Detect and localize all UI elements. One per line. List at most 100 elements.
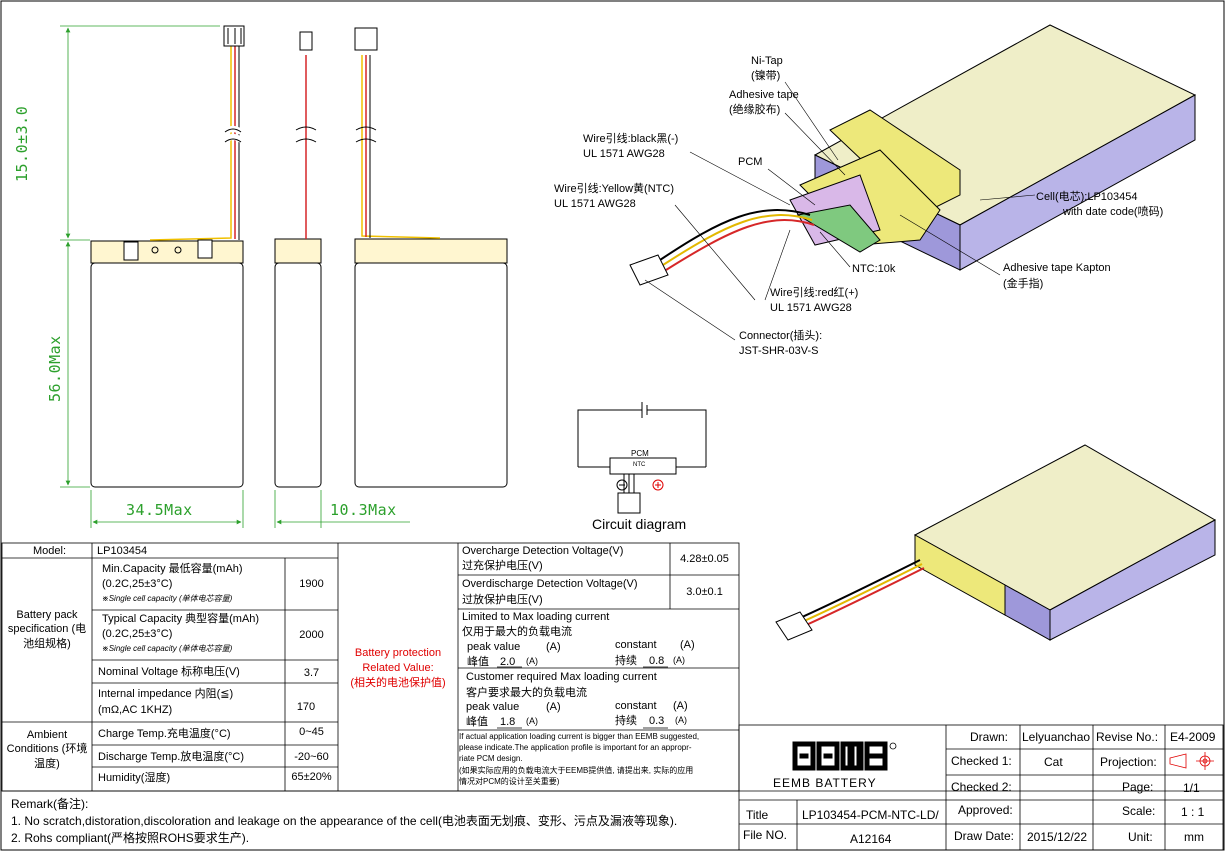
- callout-wire-yellow: Wire引线:Yellow黄(NTC): [554, 183, 674, 195]
- back-view: [354, 27, 508, 488]
- front-pcm-component: [197, 239, 213, 259]
- file-value: A12164: [850, 832, 892, 846]
- circuit-connector: [617, 492, 641, 514]
- title-label: Title: [746, 808, 769, 822]
- back-break-mark: [355, 126, 377, 143]
- dim-thickness: 10.3Max: [330, 501, 397, 519]
- projection-label: Projection:: [1100, 755, 1157, 769]
- impedance-cond: (mΩ,AC 1KHZ): [98, 704, 173, 716]
- callout-kapton: Adhesive tape Kapton: [1003, 262, 1111, 274]
- nominal-voltage-label: Nominal Voltage 标称电压(V): [98, 666, 240, 678]
- overdischarge-value: 3.0±0.1: [686, 586, 723, 598]
- group-battery-pack: Battery pack specification (电池组规格): [7, 609, 87, 650]
- limited-label-cn: 仅用于最大的负载电流: [462, 626, 572, 638]
- circuit-pcm-label: PCM: [631, 449, 649, 458]
- dim-height: 56.0Max: [46, 335, 64, 402]
- customer-label-cn: 客户要求最大的负载电流: [466, 687, 587, 699]
- customer-const-a: (A): [675, 715, 687, 725]
- approved-label: Approved:: [958, 803, 1013, 817]
- overdischarge-label: Overdischarge Detection Voltage(V): [462, 578, 638, 590]
- customer-const-label: constant: [615, 700, 657, 712]
- callout-connector: Connector(插头):: [739, 330, 823, 342]
- callout-wire-black-spec: UL 1571 AWG28: [583, 148, 665, 160]
- connector-3d: [629, 254, 669, 286]
- checked2-label: Checked 2:: [951, 780, 1012, 794]
- callout-pcm: PCM: [738, 156, 763, 168]
- humidity-value: 65±20%: [291, 771, 332, 783]
- callout-wire-black: Wire引线:black黑(-): [583, 133, 679, 145]
- revise-value: E4-2009: [1170, 730, 1216, 744]
- overcharge-label-cn: 过充保护电压(V): [462, 560, 543, 572]
- title-block-grid: [738, 724, 1224, 851]
- typ-capacity-note: ※Single cell capacity (单体电芯容量): [102, 644, 233, 653]
- scale-value: 1 : 1: [1181, 805, 1205, 819]
- limited-peak-label: peak value: [467, 641, 521, 653]
- limited-peak-a: (A): [526, 656, 538, 666]
- callout-cell: Cell(电芯):LP103454: [1036, 191, 1138, 203]
- typ-capacity-value: 2000: [299, 629, 324, 641]
- impedance-label: Internal impedance 内阻(≦): [98, 688, 234, 700]
- remark-line-1: 1. No scratch,distoration,discoloration …: [11, 814, 678, 828]
- wire-red-3d: [665, 219, 815, 271]
- callout-adhesive-tape: Adhesive tape: [729, 89, 799, 101]
- discharge-temp-value: -20~60: [294, 751, 329, 763]
- wire-yellow-3d: [662, 214, 813, 266]
- front-pcm-component: [123, 241, 139, 261]
- overcharge-label: Overcharge Detection Voltage(V): [462, 545, 624, 557]
- protection-label-1: Battery protection: [354, 647, 442, 659]
- limited-const-value: 0.8: [649, 655, 665, 667]
- charge-temp-label: Charge Temp.充电温度(°C): [98, 728, 231, 740]
- eemb-logo: [792, 741, 897, 771]
- callout-adhesive-tape-cn: (绝缘胶布): [729, 104, 781, 116]
- back-cell-body: [354, 262, 508, 488]
- circuit-title: Circuit diagram: [592, 516, 687, 532]
- callout-wire-red: Wire引线:red红(+): [770, 287, 859, 299]
- protection-label-2: Related Value:: [362, 662, 434, 674]
- overcharge-value: 4.28±0.05: [680, 553, 729, 565]
- front-pcm-area: [90, 240, 244, 264]
- callout-wire-yellow-spec: UL 1571 AWG28: [554, 198, 636, 210]
- customer-const-value: 0.3: [649, 715, 665, 727]
- overdischarge-label-cn: 过放保护电压(V): [462, 594, 543, 606]
- front-pcm-pad: [174, 246, 182, 254]
- callout-ni-tap: Ni-Tap: [751, 55, 783, 67]
- front-connector: [223, 25, 245, 47]
- customer-peak-value: 1.8: [500, 716, 516, 728]
- side-break-mark: [295, 126, 317, 143]
- exploded-3d-view: [629, 24, 1197, 286]
- note-line-4: (如果实际应用的负载电流大于EEMB提供值, 请提出来, 实际的应用: [459, 766, 694, 775]
- customer-label: Customer required Max loading current: [466, 671, 657, 683]
- scale-label: Scale:: [1122, 804, 1156, 818]
- min-capacity-value: 1900: [299, 578, 324, 590]
- callout-wire-red-spec: UL 1571 AWG28: [770, 302, 852, 314]
- callout-ni-tap-cn: (镍带): [751, 70, 781, 82]
- customer-peak-a: (A): [526, 716, 538, 726]
- back-wire-yellow: [361, 55, 441, 239]
- file-label: File NO.: [743, 828, 788, 842]
- customer-const-unit: (A): [673, 700, 688, 712]
- front-pcm-pad: [151, 246, 159, 254]
- limited-peak-unit: (A): [546, 641, 561, 653]
- leader-lines: [644, 81, 1036, 341]
- front-view: [90, 25, 245, 488]
- limited-const-label: constant: [615, 639, 657, 651]
- discharge-temp-label: Discharge Temp.放电温度(°C): [98, 751, 245, 763]
- limited-const-a: (A): [673, 655, 685, 665]
- side-connector: [299, 31, 313, 51]
- revise-label: Revise No.:: [1096, 730, 1159, 744]
- callout-kapton-cn: (金手指): [1003, 278, 1044, 290]
- back-connector: [354, 27, 378, 51]
- unit-value: mm: [1184, 830, 1204, 844]
- circuit-pcm-box: [609, 457, 677, 475]
- side-cell-body: [274, 262, 322, 488]
- assembled-tape: [914, 534, 1006, 616]
- side-tape: [274, 238, 322, 264]
- page-value: 1/1: [1183, 781, 1200, 795]
- dim-width: 34.5Max: [126, 501, 193, 519]
- typ-capacity-cond: (0.2C,25±3°C): [102, 628, 173, 640]
- limited-peak-value: 2.0: [500, 656, 516, 668]
- dimension-lines: [60, 25, 410, 528]
- typ-capacity-label: Typical Capacity 典型容量(mAh): [102, 613, 260, 625]
